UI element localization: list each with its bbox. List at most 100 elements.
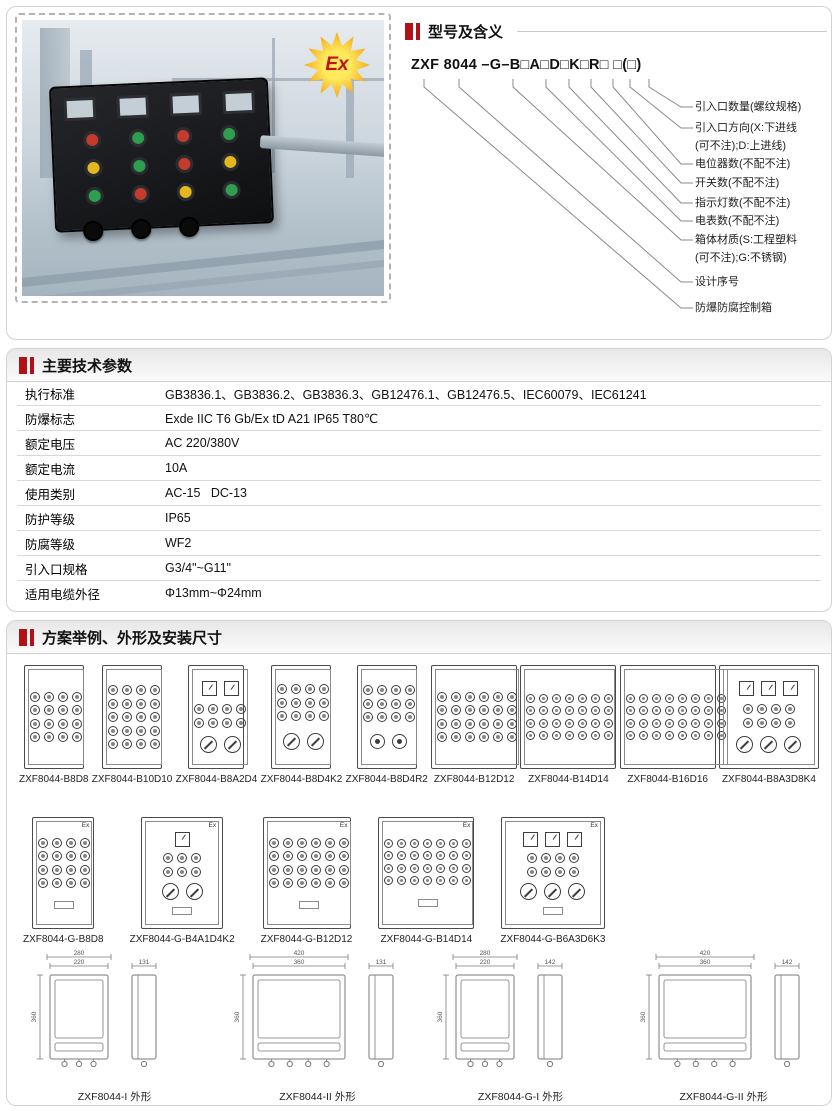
scheme-model-label: ZXF8044-B8D8 — [19, 774, 89, 785]
button-indicator-icon — [38, 864, 49, 875]
rotary-switch-icon — [760, 735, 778, 753]
meter-window-icon — [116, 94, 150, 119]
button-indicator-icon — [604, 706, 614, 716]
ex-mark: Ex — [208, 822, 217, 829]
button-indicator-icon — [71, 718, 82, 729]
button-indicator-icon — [277, 697, 288, 708]
button-indicator-icon — [690, 693, 700, 703]
panel-face — [360, 669, 417, 765]
scheme-model-label: ZXF8044-B14D14 — [528, 774, 609, 785]
button-indicator-icon — [338, 864, 349, 875]
cable-glands — [82, 216, 200, 242]
control-box-front-view: Ex — [378, 817, 475, 929]
button-indicator-icon — [296, 878, 307, 888]
panel-face: Ex — [382, 821, 474, 925]
param-value: Exde IIC T6 Gb/Ex tD A21 IP65 T80℃ — [157, 405, 821, 431]
ex-mark: Ex — [339, 822, 348, 829]
meter-icon — [783, 681, 799, 697]
plant-pipe-vertical — [346, 56, 354, 178]
meter-row — [201, 681, 239, 697]
connector-line — [590, 79, 693, 184]
pushbutton-icon — [174, 126, 193, 146]
outline-model-label: ZXF8044-G-I 外形 — [477, 1091, 564, 1103]
panel-face — [524, 669, 616, 765]
button-indicator-icon — [604, 718, 614, 728]
button-indicator-icon — [565, 718, 575, 728]
pushbutton-grid — [69, 124, 255, 206]
meter-icon — [223, 681, 239, 697]
param-label: 执行标准 — [17, 381, 157, 406]
param-value: AC 220/380V — [157, 430, 821, 456]
control-box-front-view — [520, 665, 617, 769]
param-label: 使用类别 — [17, 480, 157, 506]
button-indicator-icon — [604, 693, 614, 703]
pushbutton-icon — [219, 124, 239, 144]
model-code-meaning-label: 箱体材质(S:工程塑料 — [695, 234, 798, 246]
mounting-pipe — [259, 135, 384, 158]
button-indicator-icon — [71, 691, 82, 702]
button-indicator-icon — [465, 718, 476, 729]
button-indicator-icon — [319, 697, 330, 708]
model-code: ZXF 8044 –G–B□A□D□K□R□ □(□) — [411, 57, 642, 73]
section-title: 主要技术参数 — [42, 357, 133, 375]
control-box-front-view: Ex — [141, 817, 224, 929]
model-code-meaning-label: (可不注);G:不锈钢) — [695, 252, 787, 264]
button-indicator-icon — [423, 851, 433, 861]
button-indicator-icon — [465, 691, 476, 702]
button-indicator-icon — [437, 718, 448, 729]
button-indicator-icon — [29, 705, 40, 716]
button-indicator-icon — [462, 876, 472, 886]
top-section: Ex 型号及含义 ZXF 8044 –G–B□A□D□K□R□ □(□) 引入口… — [6, 6, 832, 340]
button-indicator-icon — [122, 698, 133, 709]
meter-window-icon — [169, 92, 203, 117]
button-indicator-icon — [462, 838, 472, 848]
button-indicator-icon — [410, 851, 420, 861]
potentiometer-icon — [370, 734, 386, 749]
button-indicator-icon — [150, 725, 161, 736]
dimension-label: 280 — [479, 950, 490, 957]
button-indicator-icon — [554, 866, 565, 877]
scheme-model-label: ZXF8044-G-B6A3D6K3 — [500, 934, 606, 945]
button-indicator-icon — [784, 717, 795, 728]
button-grid — [384, 838, 472, 886]
button-indicator-icon — [208, 717, 219, 728]
button-indicator-icon — [150, 739, 161, 749]
button-indicator-icon — [324, 878, 335, 888]
connector-line — [629, 79, 693, 129]
param-value: G3/4"~G11" — [157, 555, 821, 581]
model-code-meaning-label: 电表数(不配不注) — [695, 215, 780, 227]
button-indicator-icon — [268, 878, 279, 888]
button-indicator-icon — [384, 876, 394, 886]
outline-model-label: ZXF8044-I 外形 — [77, 1091, 152, 1103]
button-indicator-icon — [52, 851, 63, 861]
button-indicator-icon — [677, 731, 687, 741]
button-indicator-icon — [222, 717, 233, 728]
button-indicator-icon — [552, 718, 562, 728]
button-indicator-icon — [539, 718, 549, 728]
button-indicator-icon — [291, 697, 302, 708]
button-indicator-icon — [677, 706, 687, 716]
button-grid — [437, 691, 518, 743]
rotary-switch-icon — [784, 735, 802, 753]
button-indicator-icon — [604, 731, 614, 741]
control-box-front-view: Ex — [32, 817, 95, 929]
connector-line — [458, 79, 693, 283]
button-indicator-icon — [136, 712, 147, 722]
dimension-label: 131 — [375, 959, 386, 966]
param-label: 适用电缆外径 — [25, 587, 101, 602]
button-indicator-icon — [282, 851, 293, 861]
nameplate — [417, 899, 438, 908]
button-indicator-icon — [191, 853, 202, 863]
param-value: WF2 — [157, 530, 821, 556]
param-label: 防爆标志 — [17, 405, 157, 431]
connector-line — [512, 79, 693, 241]
button-grid — [526, 693, 614, 741]
button-indicator-icon — [277, 711, 288, 722]
button-indicator-icon — [376, 698, 387, 709]
